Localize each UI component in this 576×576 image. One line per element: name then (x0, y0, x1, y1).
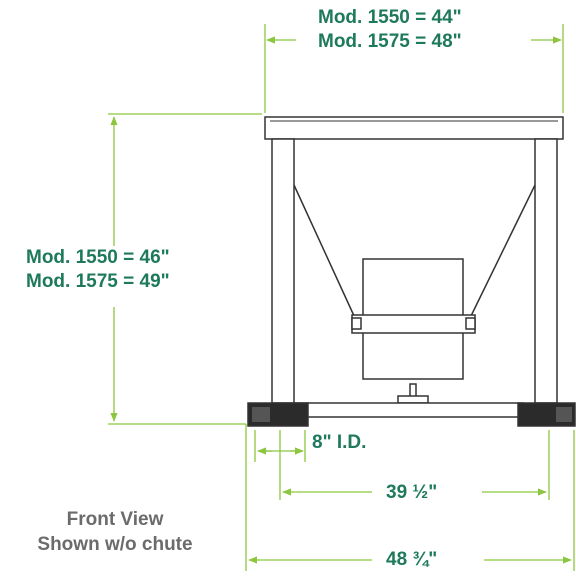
hopper-frame (264, 116, 564, 404)
base-rail (293, 402, 524, 418)
outlet-label: 8" I.D. (312, 432, 367, 453)
outlet-fitting (397, 383, 429, 404)
height-label: Mod. 1550 = 46" Mod. 1575 = 49" (26, 246, 170, 294)
top-rim (264, 116, 564, 140)
clamp-band (351, 314, 476, 334)
view-caption: Front View Shown w/o chute (0, 508, 230, 557)
inner-width-label: 39 ½" (386, 482, 438, 503)
hopper-cone (293, 184, 536, 319)
top-width-label: Mod. 1550 = 44" Mod. 1575 = 48" (318, 6, 462, 54)
right-leg (534, 138, 558, 404)
caption-line1: Front View (66, 509, 164, 530)
left-leg (271, 138, 295, 404)
overall-width-label: 48 ¾" (386, 549, 438, 570)
motor-box (351, 258, 476, 380)
top-width-line2: Mod. 1575 = 48" (318, 30, 462, 52)
caption-line2: Shown w/o chute (37, 533, 193, 555)
base (247, 402, 576, 427)
dimension-lines (108, 24, 575, 571)
height-line2: Mod. 1575 = 49" (26, 270, 170, 292)
height-line1: Mod. 1550 = 46" (26, 247, 170, 268)
top-width-line1: Mod. 1550 = 44" (318, 7, 462, 28)
